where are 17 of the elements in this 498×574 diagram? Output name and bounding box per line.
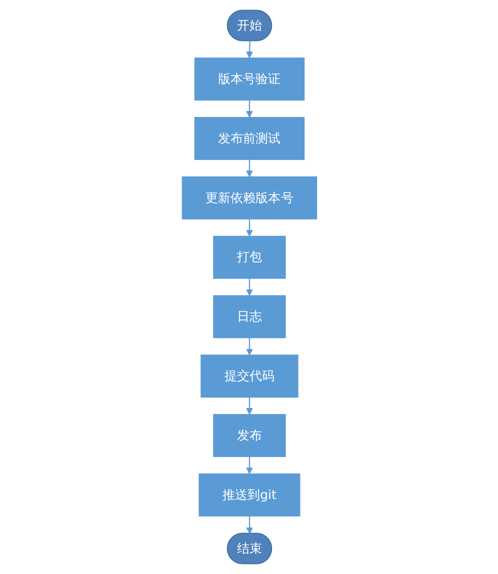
arrow xyxy=(246,160,252,178)
node-box: 提交代码 xyxy=(200,354,298,398)
node-box: 版本号验证 xyxy=(194,58,304,101)
node-box: 日志 xyxy=(212,295,286,338)
node-box: 打包 xyxy=(212,236,286,279)
arrow xyxy=(246,278,252,296)
arrow xyxy=(246,338,252,356)
arrow xyxy=(246,100,252,118)
arrow xyxy=(246,41,252,58)
node-box: 推送到git xyxy=(198,473,300,516)
node-box: 更新依赖版本号 xyxy=(181,176,317,220)
arrow xyxy=(246,219,252,236)
node-box: 发布 xyxy=(212,414,286,458)
node-box: 发布前测试 xyxy=(194,116,304,160)
arrow xyxy=(246,516,253,534)
arrow xyxy=(246,456,252,474)
arrow xyxy=(246,397,252,415)
